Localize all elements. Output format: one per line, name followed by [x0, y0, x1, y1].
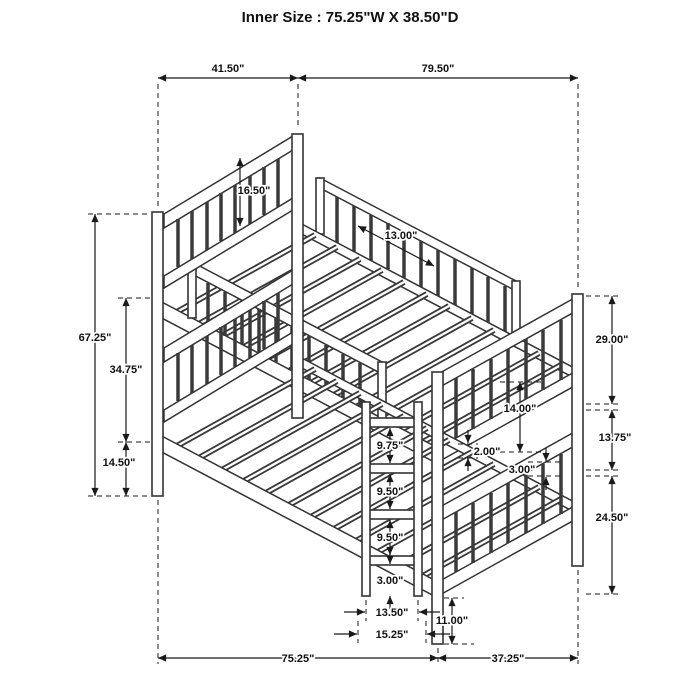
bed-drawing	[151, 133, 584, 645]
bottom-footboard-spindles	[454, 454, 563, 572]
headboard-spindles	[176, 159, 280, 267]
extension-lines	[586, 295, 622, 595]
back-guard-stile	[315, 177, 325, 235]
bottom-headboard-spindles	[176, 293, 280, 401]
dim-label-top-width-right: 79.50"	[422, 63, 455, 75]
dim-label-ladder-gap-bottom: 3.00"	[377, 575, 404, 587]
dim-label-headboard-panel-height: 16.50"	[238, 185, 271, 197]
dim-label-lower-rail-thickness: 3.00"	[509, 464, 536, 476]
dim-label-rail-thickness: 2.00"	[474, 446, 501, 458]
dim-label-right-upper-height: 29.00"	[596, 334, 629, 346]
front-foot-post	[431, 371, 444, 645]
dim-ladder: 9.75" 9.50" 9.50" 3.00" 13.50" 15.25" 11…	[334, 428, 474, 645]
dim-label-upper-section-height: 34.75"	[110, 364, 143, 376]
dim-label-top-width-left: 41.50"	[212, 63, 245, 75]
ladder	[361, 401, 423, 597]
ladder-right-rail	[413, 401, 423, 597]
dim-label-slat-span: 13.00"	[385, 230, 418, 242]
dim-label-ladder-gap-lower: 9.50"	[377, 532, 404, 544]
back-guard-band	[319, 176, 517, 293]
dim-label-ladder-gap-top: 9.75"	[377, 440, 404, 452]
ladder-rung	[363, 463, 421, 474]
dim-label-right-mid-height: 13.75"	[599, 432, 632, 444]
dim-bottom-widths: 75.25" 37.25"	[157, 500, 579, 667]
extension-lines	[365, 600, 419, 621]
top-bunk-headboard	[163, 134, 294, 290]
ladder-rung	[363, 417, 421, 428]
back-foot-post	[571, 293, 584, 567]
extension-lines	[357, 621, 427, 643]
dim-left-heights: 67.25" 34.75" 14.50"	[77, 213, 154, 497]
dim-line	[357, 225, 435, 267]
dim-label-right-lower-height: 24.50"	[596, 512, 629, 524]
dim-label-ladder-inner-width: 13.50"	[376, 607, 409, 619]
dim-label-overall-height: 67.25"	[79, 332, 112, 344]
dim-label-foot-leg-height: 11.00"	[436, 615, 468, 627]
ladder-rung	[363, 555, 421, 566]
back-head-post	[291, 133, 304, 419]
ladder-left-rail	[361, 401, 371, 597]
ladder-rung	[363, 509, 421, 520]
extension-lines	[157, 84, 579, 288]
dim-label-guard-gap-height: 14.00"	[504, 403, 537, 415]
dim-label-ladder-gap-mid: 9.50"	[377, 486, 404, 498]
dim-label-ladder-outer-width: 15.25"	[376, 629, 409, 641]
dim-top-widths: 41.50" 79.50"	[157, 61, 579, 288]
extension-lines	[88, 213, 154, 497]
dim-inner-details: 16.50" 13.00" 14.00" 2.00" 3.00"	[236, 158, 562, 490]
dim-label-lower-deck-height: 14.50"	[103, 457, 136, 469]
extension-lines	[528, 461, 562, 477]
dim-label-bottom-width-right: 37.25"	[492, 653, 525, 665]
front-head-post	[151, 211, 164, 497]
footboard-spindles	[454, 320, 563, 438]
dim-right-heights: 29.00" 13.75" 24.50"	[586, 295, 633, 595]
page-title: Inner Size : 75.25"W X 38.50"D	[242, 9, 459, 26]
dim-label-bottom-width-left: 75.25"	[282, 653, 315, 665]
